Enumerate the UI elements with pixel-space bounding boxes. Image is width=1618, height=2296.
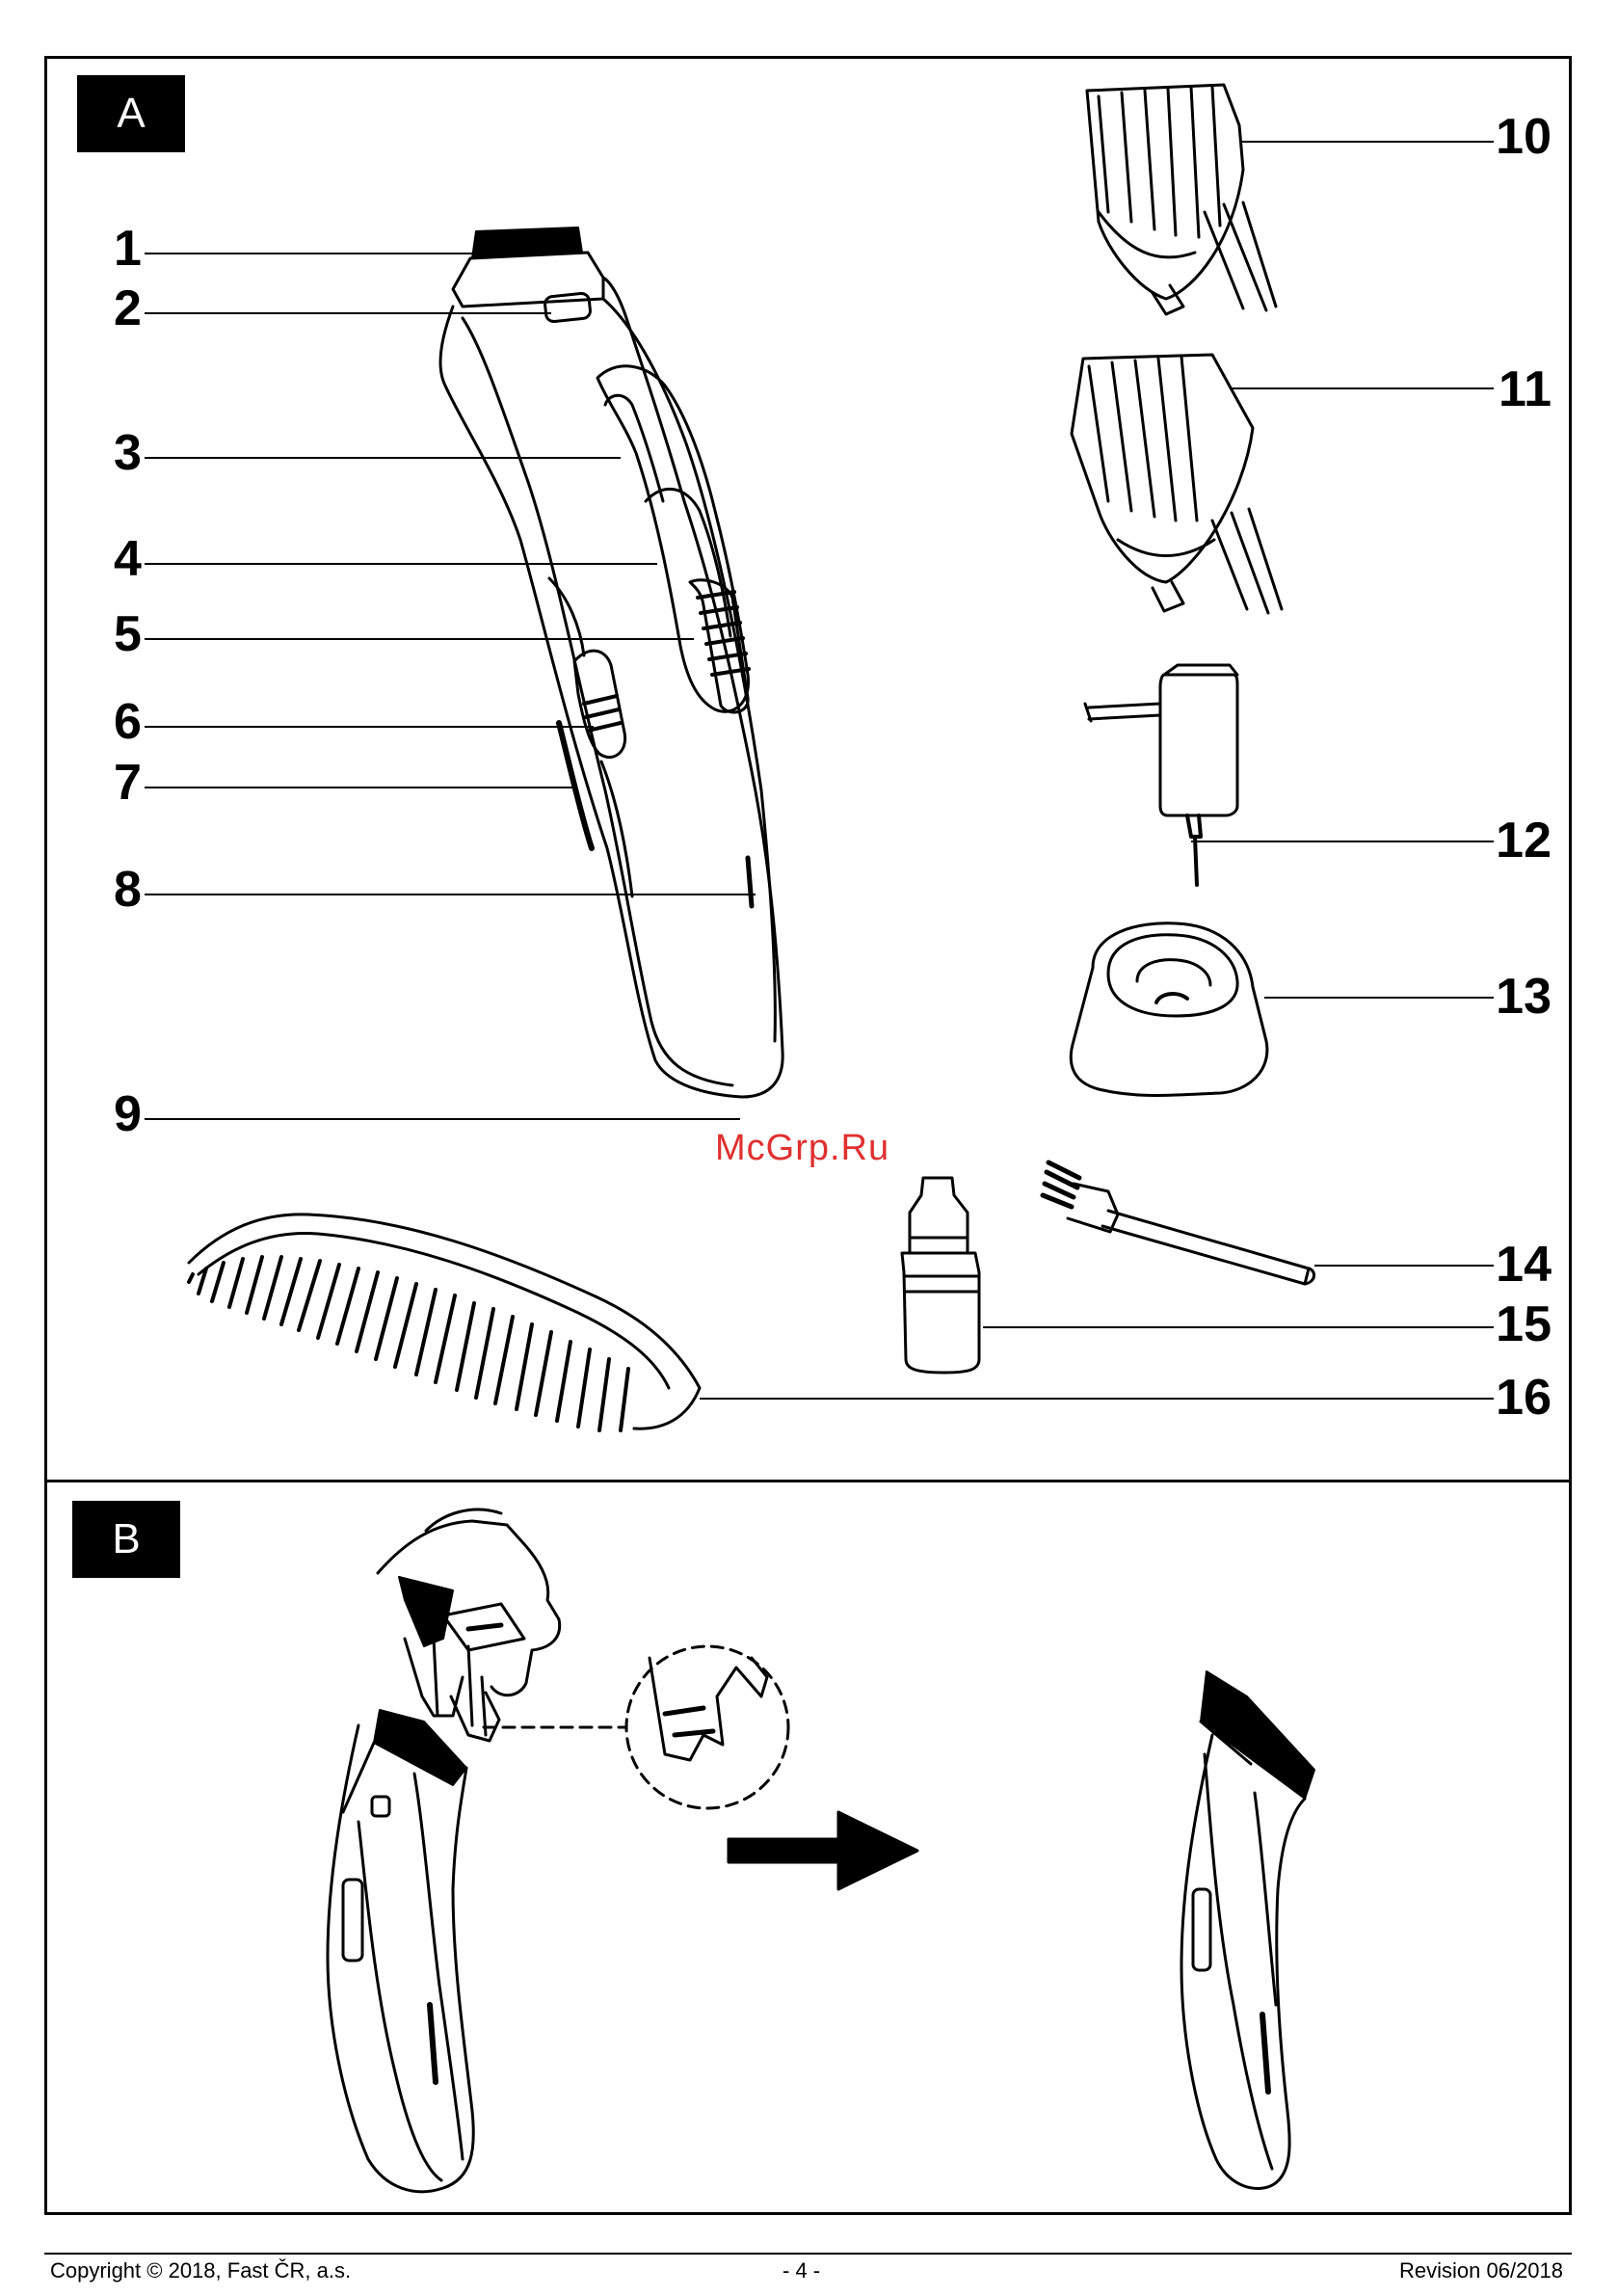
clipper-after-illustration	[1181, 1671, 1314, 2188]
comb-attachment-11-illustration	[1072, 355, 1282, 613]
footer-rule	[44, 2253, 1572, 2255]
hair-clipper-illustration	[440, 227, 782, 1097]
comb-attachment-10-illustration	[1087, 85, 1276, 314]
oil-bottle-illustration	[902, 1178, 979, 1373]
clipper-before-illustration	[328, 1710, 473, 2192]
charging-stand-illustration	[1071, 923, 1267, 1096]
charger-adapter-illustration	[1085, 665, 1237, 885]
comb-illustration	[189, 1215, 700, 1430]
attach-comb-hand-illustration	[378, 1509, 560, 1741]
footer-copyright: Copyright © 2018, Fast ČR, a.s.	[50, 2258, 351, 2283]
footer-revision: Revision 06/2018	[1399, 2258, 1563, 2283]
footer-page-number: - 4 -	[782, 2258, 820, 2283]
arrow-illustration	[729, 1812, 917, 1889]
watermark: McGrp.Ru	[715, 1128, 889, 1169]
cleaning-brush-illustration	[1043, 1162, 1314, 1284]
